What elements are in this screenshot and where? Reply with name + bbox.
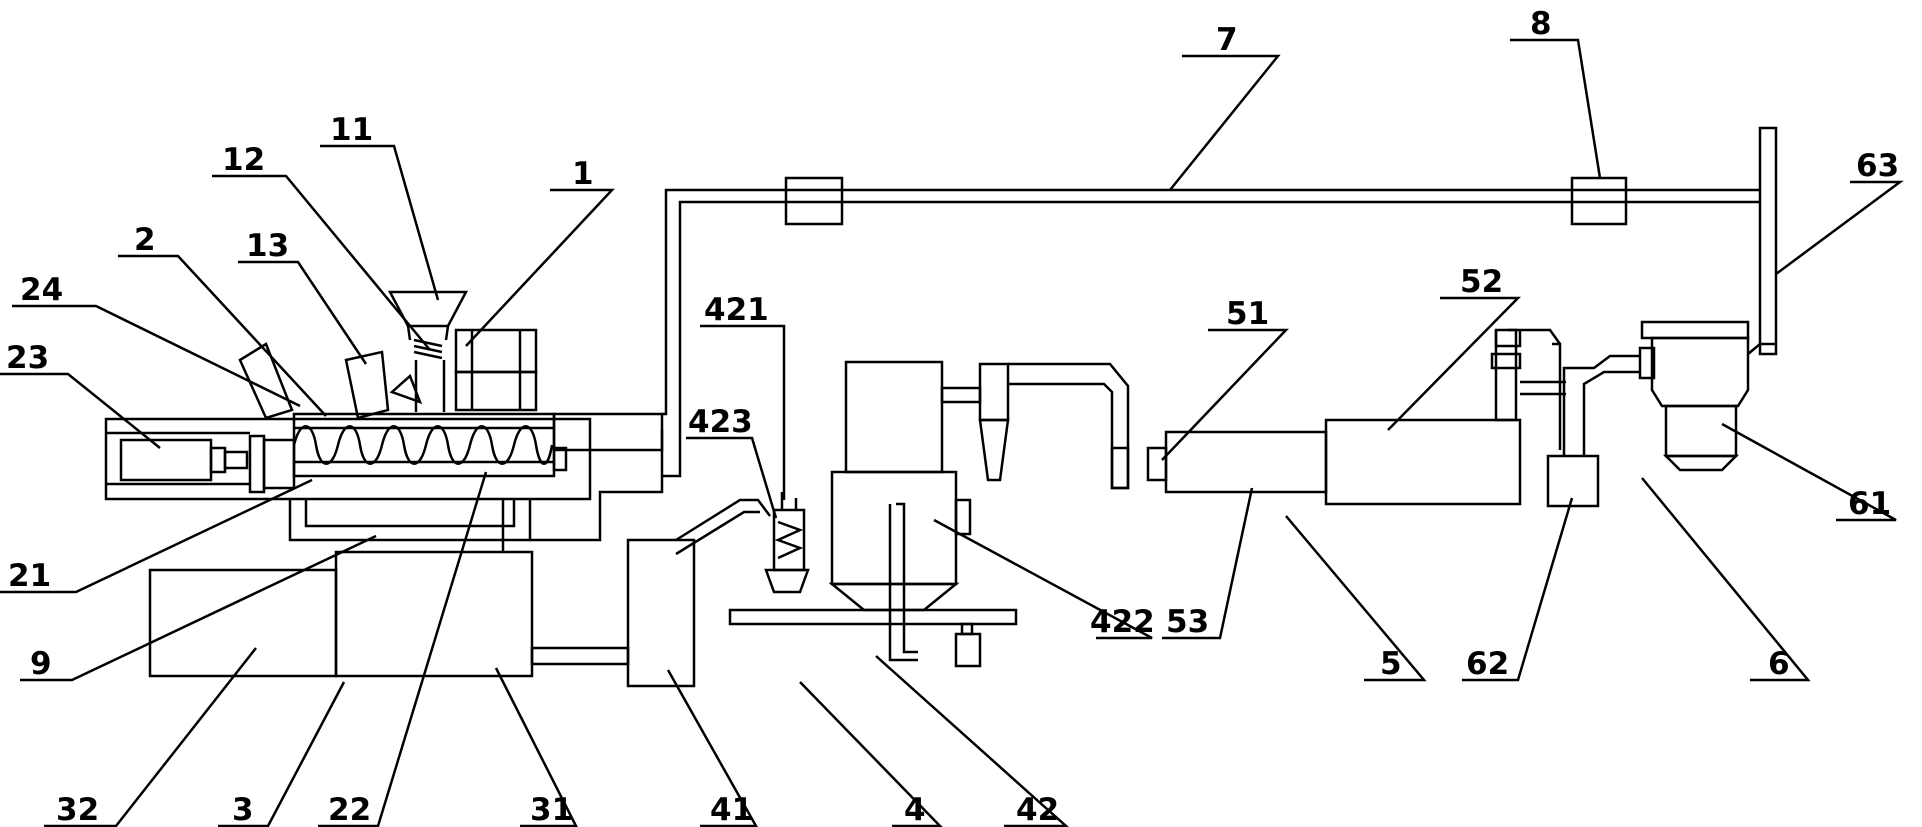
- label-7: 7: [1216, 22, 1238, 58]
- reactor-platform: [728, 608, 1018, 626]
- label-2: 2: [134, 222, 156, 258]
- reactor-body: [830, 470, 958, 586]
- label-22: 22: [328, 792, 371, 827]
- label-1: 1: [572, 156, 594, 192]
- conduit-9: [288, 499, 532, 542]
- leader-lines: [0, 38, 1904, 827]
- unit-41: [626, 538, 696, 688]
- label-24: 24: [20, 272, 63, 308]
- purifier-6: [1490, 320, 1776, 508]
- label-61: 61: [1848, 486, 1891, 522]
- link-31-41: [530, 646, 630, 666]
- label-4: 4: [904, 792, 926, 827]
- unit-62: [1546, 454, 1600, 508]
- collector-lid: [1640, 320, 1750, 340]
- lower-units: [148, 430, 771, 688]
- collector-61: [1650, 336, 1750, 408]
- feed-chute: [238, 342, 294, 420]
- label-51: 51: [1226, 296, 1269, 332]
- label-53: 53: [1166, 604, 1209, 640]
- label-21: 21: [8, 558, 51, 594]
- unit-31: [334, 550, 534, 678]
- valve-left: [784, 176, 844, 226]
- label-41: 41: [710, 792, 753, 827]
- feeder-assembly: [387, 290, 538, 412]
- connector-51: [1146, 446, 1168, 482]
- reactor-42: [728, 360, 1130, 668]
- reactor-upper: [844, 360, 944, 474]
- label-42: 42: [1016, 792, 1059, 827]
- label-423: 423: [688, 404, 753, 440]
- reactor-feeder-cone: [764, 568, 810, 594]
- label-3: 3: [232, 792, 254, 827]
- label-422: 422: [1090, 604, 1155, 640]
- label-63: 63: [1856, 148, 1899, 184]
- drum-52: [1324, 418, 1522, 506]
- label-13: 13: [246, 228, 289, 264]
- drive-motor: [119, 438, 213, 482]
- label-12: 12: [222, 142, 265, 178]
- label-32: 32: [56, 792, 99, 827]
- side-hopper: [344, 350, 390, 420]
- label-5: 5: [1380, 646, 1402, 682]
- label-8: 8: [1530, 6, 1552, 42]
- screw-flight: [292, 425, 554, 465]
- part-labels: 1 11 12 13 2 24 23 21 9 32 3 22 31 41 4 …: [6, 6, 1899, 827]
- riser-63: [1758, 126, 1778, 356]
- extruder-base-frame: [104, 417, 592, 501]
- label-23: 23: [6, 340, 49, 376]
- gas-pipe-7: [662, 126, 1778, 478]
- label-52: 52: [1460, 264, 1503, 300]
- extruder-assembly: [104, 342, 664, 501]
- kiln-5: [1146, 418, 1522, 506]
- cyclone: [978, 362, 1010, 422]
- unit-32: [148, 568, 338, 678]
- feed-hopper: [387, 290, 469, 328]
- label-31: 31: [530, 792, 573, 827]
- drum-53: [1164, 430, 1328, 494]
- label-6: 6: [1768, 646, 1790, 682]
- feeder-motor: [454, 328, 538, 374]
- label-9: 9: [30, 646, 52, 682]
- label-11: 11: [330, 112, 373, 148]
- label-421: 421: [704, 292, 769, 328]
- reactor-pump: [954, 632, 982, 668]
- label-62: 62: [1466, 646, 1509, 682]
